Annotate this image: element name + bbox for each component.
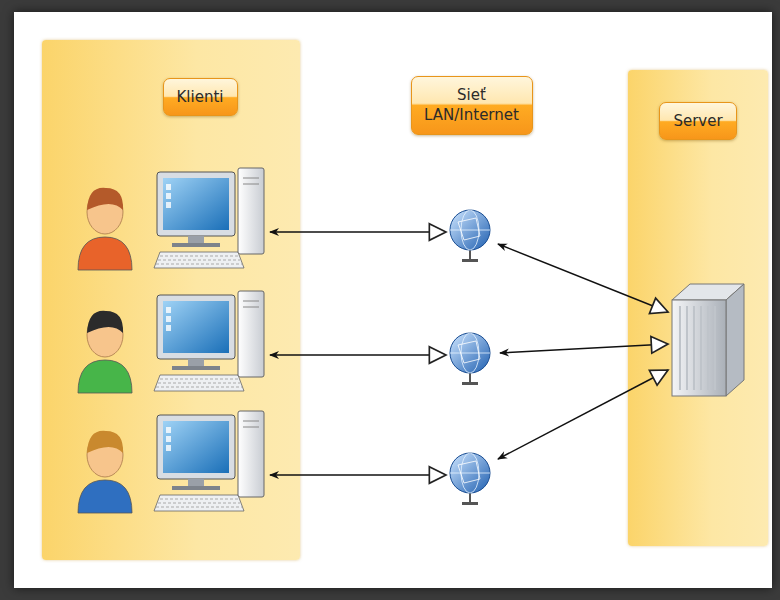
screen-icon <box>166 445 171 451</box>
keys <box>158 383 240 384</box>
network-links <box>458 461 480 483</box>
monitor-stand <box>188 236 204 244</box>
heading-tab: Server <box>659 102 737 140</box>
server-icon <box>672 284 744 396</box>
person-hair <box>87 431 123 453</box>
keys <box>160 499 238 500</box>
person-hair <box>87 311 123 333</box>
network-globe <box>450 333 490 385</box>
screen-icon <box>166 202 171 208</box>
link-arrow <box>498 370 668 459</box>
screen-icon <box>166 193 171 199</box>
screen-icon <box>166 316 171 322</box>
network-links <box>458 218 480 240</box>
keys <box>160 256 238 257</box>
screen-icon <box>166 427 171 433</box>
screen-icon <box>166 184 171 190</box>
globe-base <box>462 259 478 262</box>
server-vent <box>693 306 695 390</box>
equator <box>450 230 490 231</box>
drive-bay <box>243 184 259 185</box>
keyboard <box>154 375 244 391</box>
keys <box>158 503 240 504</box>
monitor <box>157 415 235 479</box>
network-globe <box>450 210 490 262</box>
server-front <box>672 300 726 396</box>
screen <box>163 301 229 353</box>
server-side <box>726 284 744 396</box>
globe <box>450 333 490 373</box>
screen <box>163 178 229 230</box>
link-arrow <box>500 344 668 353</box>
person-body <box>78 480 132 513</box>
equator <box>450 473 490 474</box>
keys <box>156 387 242 388</box>
screen-icon <box>166 307 171 313</box>
drive-bay <box>243 421 259 422</box>
keys <box>160 379 238 380</box>
server-vent <box>700 306 702 390</box>
pc-tower <box>238 168 264 254</box>
client-icon <box>78 411 264 513</box>
monitor-stand <box>188 479 204 487</box>
link-arrow <box>270 231 446 233</box>
monitor <box>157 295 235 359</box>
drive-bay <box>243 307 259 308</box>
monitor-stand <box>188 359 204 367</box>
screen-icon <box>166 325 171 331</box>
screen-icon <box>166 436 171 442</box>
globe <box>450 210 490 250</box>
pc-tower <box>238 411 264 497</box>
keys <box>158 260 240 261</box>
heading-tab: Klienti <box>163 78 238 116</box>
network-links <box>458 341 480 363</box>
globe-base <box>462 502 478 505</box>
person-body <box>78 360 132 393</box>
person-body <box>78 237 132 270</box>
keyboard <box>154 495 244 511</box>
keys <box>156 264 242 265</box>
drive-bay <box>243 301 259 302</box>
heading-tab: Sieť LAN/Internet <box>411 76 533 135</box>
client-icon <box>78 291 264 393</box>
screen <box>163 421 229 473</box>
keys <box>156 507 242 508</box>
network-globe <box>450 453 490 505</box>
drive-bay <box>243 427 259 428</box>
keyboard <box>154 252 244 268</box>
server-vent <box>714 306 716 390</box>
globe <box>450 453 490 493</box>
link-arrow <box>270 354 446 356</box>
server-vent <box>679 306 681 390</box>
monitor-base <box>172 486 220 490</box>
equator <box>450 353 490 354</box>
link-arrow <box>498 244 668 312</box>
server-vent <box>686 306 688 390</box>
person-hair <box>87 188 123 210</box>
drive-bay <box>243 178 259 179</box>
pc-tower <box>238 291 264 377</box>
client-icon <box>78 168 264 270</box>
monitor-base <box>172 243 220 247</box>
globe-base <box>462 382 478 385</box>
monitor-base <box>172 366 220 370</box>
link-arrow <box>270 474 446 476</box>
monitor <box>157 172 235 236</box>
server-vent <box>707 306 709 390</box>
